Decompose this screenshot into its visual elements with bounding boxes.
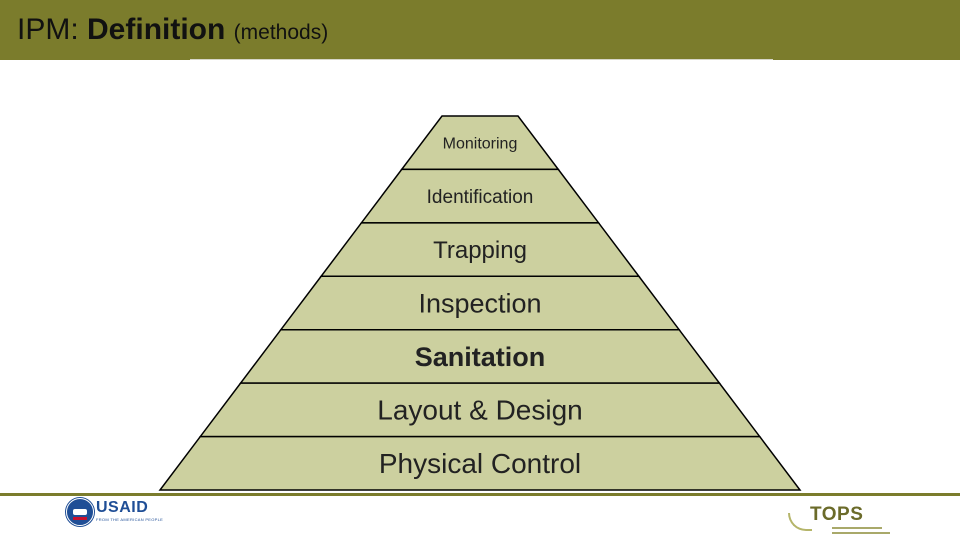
pyramid-label-1: Monitoring xyxy=(443,135,518,152)
tops-swoosh-icon xyxy=(788,513,812,531)
pyramid-label-2: Identification xyxy=(427,187,534,208)
usaid-logo-icon: USAID FROM THE AMERICAN PEOPLE xyxy=(66,498,163,528)
tops-wordmark: TOPS xyxy=(810,504,864,525)
usaid-tagline: FROM THE AMERICAN PEOPLE xyxy=(96,517,164,522)
title-underline xyxy=(190,59,773,60)
pyramid-level-7 xyxy=(158,435,802,491)
usaid-wordmark: USAID xyxy=(96,499,149,516)
usaid-seal-icon xyxy=(66,498,94,526)
pyramid-label-3: Trapping xyxy=(433,237,527,264)
pyramid-label-4: Inspection xyxy=(418,288,541,318)
pyramid-label-7: Physical Control xyxy=(379,448,581,479)
slide-title: IPM: Definition (methods) xyxy=(17,8,328,55)
tops-logo-icon: TOPS xyxy=(788,505,898,538)
pyramid-label-6: Layout & Design xyxy=(377,395,582,426)
title-main: Definition xyxy=(87,13,226,46)
title-suffix: (methods) xyxy=(233,21,329,44)
title-prefix: IPM: xyxy=(17,13,79,46)
title-bar xyxy=(0,0,960,60)
footer-rule xyxy=(0,493,960,496)
pyramid-label-5: Sanitation xyxy=(415,342,546,372)
